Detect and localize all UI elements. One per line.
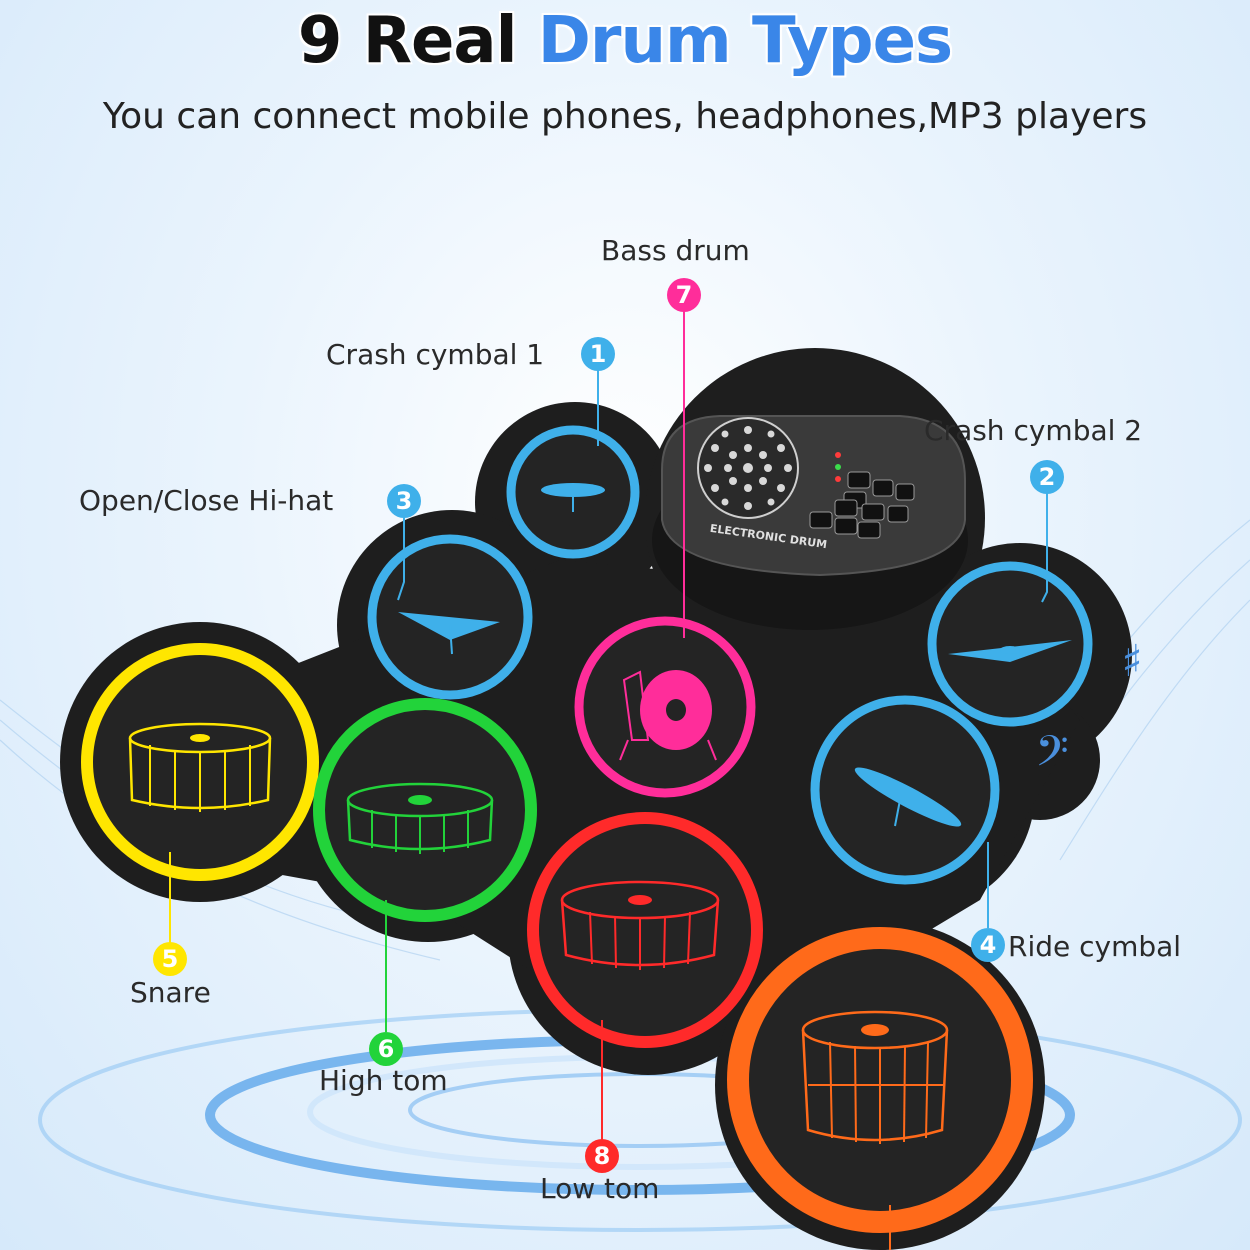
label-ride-cymbal: Ride cymbal (1008, 930, 1182, 963)
badge-5: 5 (153, 942, 187, 976)
pad-ride-cymbal (810, 695, 1000, 885)
pad-bass-drum (574, 616, 756, 798)
sharp-symbol-decoration: ♯ (1121, 636, 1142, 687)
pad-floor-tom (727, 927, 1033, 1233)
page-subtitle: You can connect mobile phones, headphone… (102, 96, 1148, 137)
badge-1: 1 (581, 337, 615, 371)
badge-2: 2 (1030, 460, 1064, 494)
speaker-grille (704, 426, 792, 510)
control-panel: ELECTRONIC DRUM (652, 415, 968, 630)
label-crash-cymbal-1: Crash cymbal 1 (326, 338, 545, 371)
badge-8: 8 (585, 1139, 619, 1173)
pad-crash-cymbal-2 (927, 561, 1093, 727)
page-title: 9 Real Drum Types (0, 4, 1250, 78)
badge-4: 4 (971, 928, 1005, 962)
callout-lines (169, 310, 1048, 1250)
pad-snare (81, 643, 319, 881)
label-low-tom: Low tom (540, 1172, 660, 1205)
pad-high-tom (313, 698, 537, 922)
label-snare: Snare (130, 976, 211, 1009)
pad-crash-cymbal-1 (506, 425, 640, 559)
label-bass-drum: Bass drum (601, 234, 750, 267)
label-high-tom: High tom (319, 1064, 448, 1097)
label-crash-cymbal-2: Crash cymbal 2 (924, 414, 1143, 447)
badge-7: 7 (667, 278, 701, 312)
title-part-2: Drum Types (537, 4, 953, 78)
indicator-leds (835, 452, 841, 482)
label-hi-hat: Open/Close Hi-hat (79, 484, 334, 517)
badge-6: 6 (369, 1032, 403, 1066)
badge-3: 3 (387, 484, 421, 518)
pad-hi-hat (367, 534, 533, 700)
bass-clef-decoration: 𝄢 (1035, 727, 1068, 787)
panel-buttons (809, 471, 915, 539)
title-part-1: 9 Real (297, 4, 518, 78)
pad-low-tom (527, 812, 763, 1048)
